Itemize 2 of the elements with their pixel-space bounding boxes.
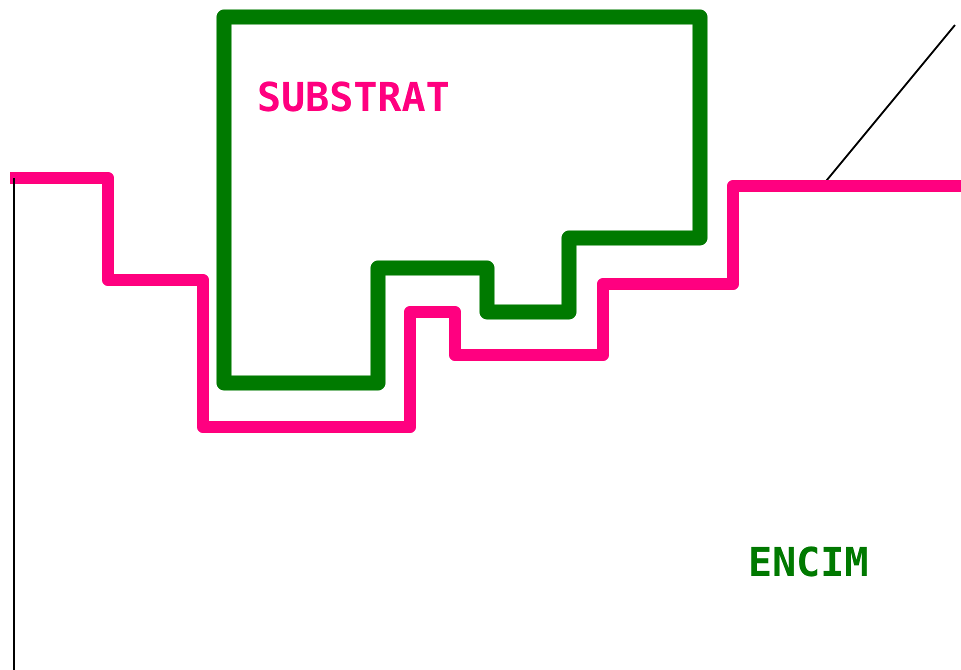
substrate-label: SUBSTRAT xyxy=(257,75,450,121)
enzyme-label: ENCIM xyxy=(748,540,868,586)
